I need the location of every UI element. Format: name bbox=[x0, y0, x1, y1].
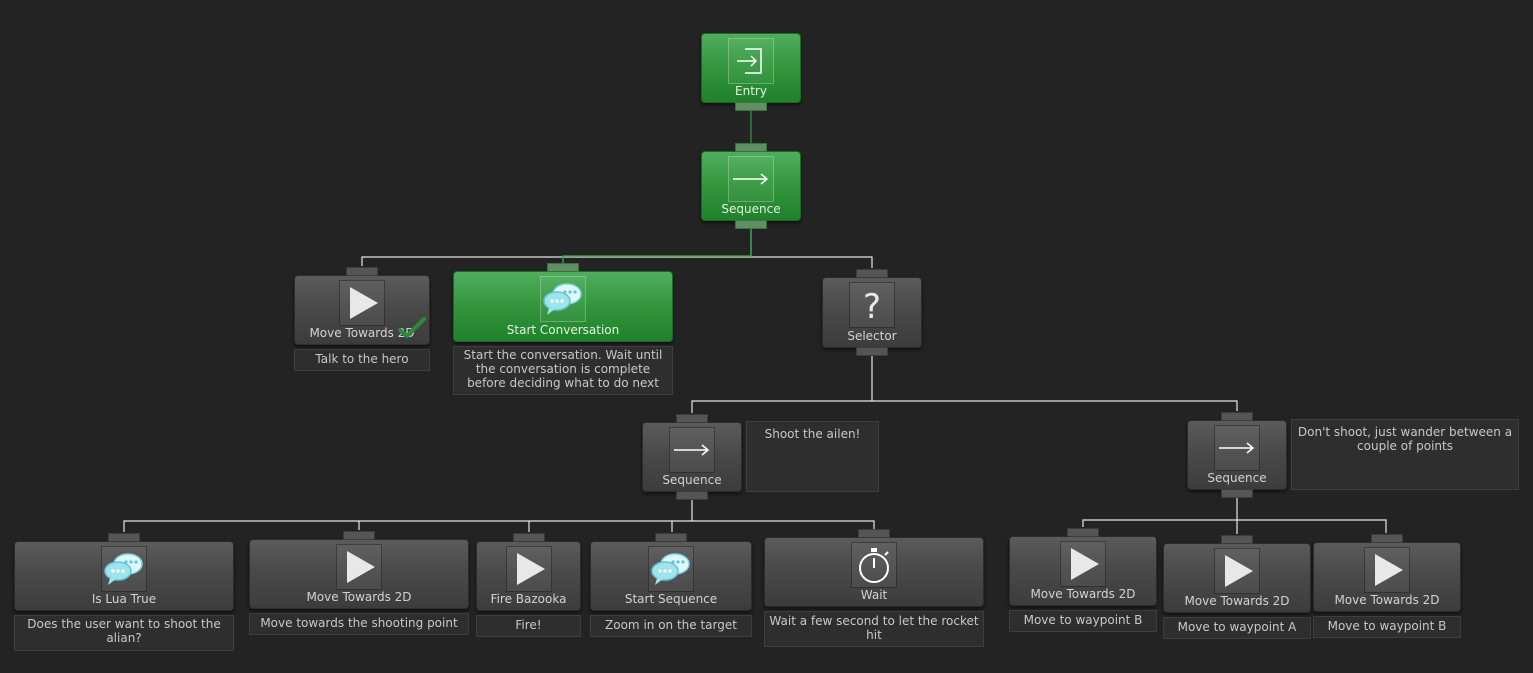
comment-box: Talk to the hero bbox=[294, 349, 430, 371]
play-icon bbox=[336, 544, 382, 590]
entry-node[interactable]: Entry bbox=[701, 33, 801, 111]
node-label: Entry bbox=[735, 84, 767, 98]
fire-bazooka-node[interactable]: Fire Bazooka bbox=[476, 533, 581, 611]
play-icon bbox=[339, 280, 385, 326]
comment-box: Move to waypoint B bbox=[1009, 610, 1157, 632]
sequence-arrow-icon bbox=[1214, 425, 1260, 471]
stopwatch-icon bbox=[851, 542, 897, 588]
comment-box: Shoot the ailen! bbox=[746, 421, 879, 492]
input-port[interactable] bbox=[1221, 412, 1253, 421]
shoot-sequence-node[interactable]: Sequence bbox=[642, 414, 742, 500]
question-mark-icon: ? bbox=[849, 282, 895, 328]
root-sequence-node[interactable]: Sequence bbox=[701, 143, 801, 229]
input-port[interactable] bbox=[735, 143, 767, 152]
input-port[interactable] bbox=[676, 414, 708, 423]
node-label: Move Towards 2D bbox=[306, 590, 412, 604]
comment-box: Wait a few second to let the rocket hit bbox=[764, 611, 984, 647]
play-icon bbox=[1060, 541, 1106, 587]
output-port[interactable] bbox=[735, 102, 767, 111]
input-port[interactable] bbox=[1371, 534, 1403, 543]
node-label: Wait bbox=[860, 588, 888, 602]
move-shooting-point-node[interactable]: Move Towards 2D bbox=[249, 531, 469, 609]
comment-box: Don't shoot, just wander between a coupl… bbox=[1291, 419, 1519, 490]
node-label: Sequence bbox=[721, 202, 781, 216]
wait-node[interactable]: Wait bbox=[764, 529, 984, 607]
comment-box: Move to waypoint A bbox=[1163, 617, 1311, 639]
success-check-icon bbox=[398, 317, 426, 339]
play-icon bbox=[1364, 547, 1410, 593]
sequence-arrow-icon bbox=[669, 427, 715, 473]
start-sequence-node[interactable]: Start Sequence bbox=[590, 533, 752, 611]
svg-text:?: ? bbox=[863, 287, 881, 327]
input-port[interactable] bbox=[547, 263, 579, 272]
start-conversation-node[interactable]: Start Conversation bbox=[453, 263, 673, 342]
wire-wander-sequence-children bbox=[1082, 498, 1387, 534]
wire-shoot-sequence-children bbox=[123, 500, 875, 532]
node-label: Move Towards 2D bbox=[1030, 587, 1136, 601]
node-label: Move Towards 2D bbox=[1184, 594, 1290, 608]
output-port[interactable] bbox=[676, 491, 708, 500]
move-waypoint-b-node[interactable]: Move Towards 2D bbox=[1009, 528, 1157, 606]
output-port[interactable] bbox=[735, 220, 767, 229]
output-port[interactable] bbox=[1221, 489, 1253, 498]
node-label: Sequence bbox=[1207, 471, 1267, 485]
wire-sequence-children bbox=[361, 229, 873, 268]
input-port[interactable] bbox=[346, 267, 378, 276]
node-label: Selector bbox=[847, 329, 897, 343]
input-port[interactable] bbox=[108, 533, 140, 542]
comment-box: Zoom in on the target bbox=[590, 615, 752, 637]
input-port[interactable] bbox=[856, 269, 888, 278]
move-waypoint-b-node[interactable]: Move Towards 2D bbox=[1313, 534, 1461, 612]
move-towards-hero-node[interactable]: Move Towards 2D bbox=[294, 267, 430, 345]
input-port[interactable] bbox=[1067, 528, 1099, 537]
node-label: Move Towards 2D bbox=[309, 326, 415, 340]
output-port[interactable] bbox=[856, 347, 888, 356]
input-port[interactable] bbox=[512, 533, 545, 542]
play-icon bbox=[505, 546, 552, 592]
comment-box: Start the conversation. Wait until the c… bbox=[453, 346, 673, 395]
comment-box: Does the user want to shoot the alian? bbox=[14, 615, 234, 651]
comment-box: Fire! bbox=[476, 615, 581, 637]
node-label: Start Sequence bbox=[624, 592, 718, 606]
wire-selector-children bbox=[691, 356, 1238, 413]
input-port[interactable] bbox=[858, 529, 890, 538]
selector-node[interactable]: ? Selector bbox=[822, 269, 922, 356]
chat-bubbles-icon bbox=[540, 276, 586, 322]
node-label: Sequence bbox=[662, 473, 722, 487]
chat-bubbles-icon bbox=[101, 546, 147, 592]
entry-arrow-icon bbox=[728, 38, 774, 84]
wire-sequence-start-conversation bbox=[562, 229, 752, 263]
input-port[interactable] bbox=[343, 531, 375, 540]
chat-bubbles-icon bbox=[648, 546, 694, 592]
input-port[interactable] bbox=[655, 533, 687, 542]
node-label: Fire Bazooka bbox=[490, 592, 567, 606]
comment-box: Move towards the shooting point bbox=[249, 613, 469, 635]
wander-sequence-node[interactable]: Sequence bbox=[1187, 412, 1287, 498]
node-label: Move Towards 2D bbox=[1334, 593, 1440, 607]
sequence-arrow-icon bbox=[728, 156, 774, 202]
comment-box: Move to waypoint B bbox=[1313, 616, 1461, 638]
move-waypoint-a-node[interactable]: Move Towards 2D bbox=[1163, 535, 1311, 613]
input-port[interactable] bbox=[1221, 535, 1253, 544]
play-icon bbox=[1214, 548, 1260, 594]
node-label: Start Conversation bbox=[506, 323, 620, 337]
is-lua-true-node[interactable]: Is Lua True bbox=[14, 533, 234, 611]
node-label: Is Lua True bbox=[91, 592, 157, 606]
